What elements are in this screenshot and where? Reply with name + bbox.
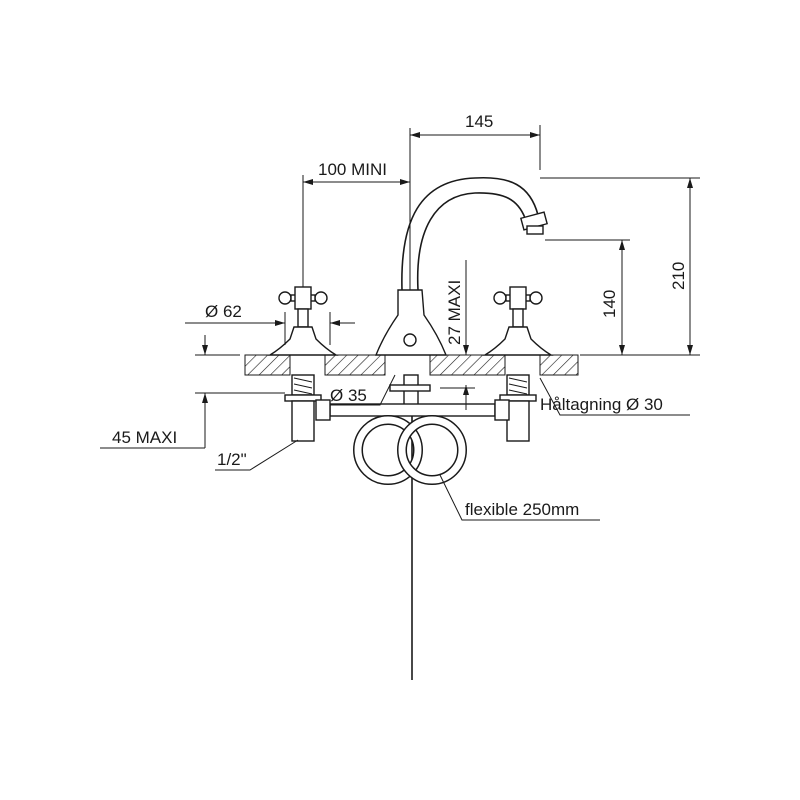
tap-spacing-label: 100 MINI [318, 160, 387, 179]
right-tap-valve [482, 286, 554, 442]
spout-reach-label: 145 [465, 112, 493, 131]
total-height-label: 210 [669, 262, 688, 290]
spout-outlet-height-label: 140 [600, 290, 619, 318]
deck-thickness-label: 27 MAXI [445, 280, 464, 345]
hole-size-label: Håltagning Ø 30 [540, 395, 663, 414]
flange-diameter-label: Ø 35 [330, 386, 367, 405]
countertop [244, 354, 579, 376]
flexible-hoses [315, 399, 510, 485]
handle-diameter-label: Ø 62 [205, 302, 242, 321]
connection-label: 1/2" [217, 450, 247, 469]
dimension-lines [100, 125, 700, 521]
spout [374, 176, 549, 680]
left-tap-valve [267, 286, 339, 442]
shank-length-label: 45 MAXI [112, 428, 177, 447]
flexible-hose-label: flexible 250mm [465, 500, 579, 519]
